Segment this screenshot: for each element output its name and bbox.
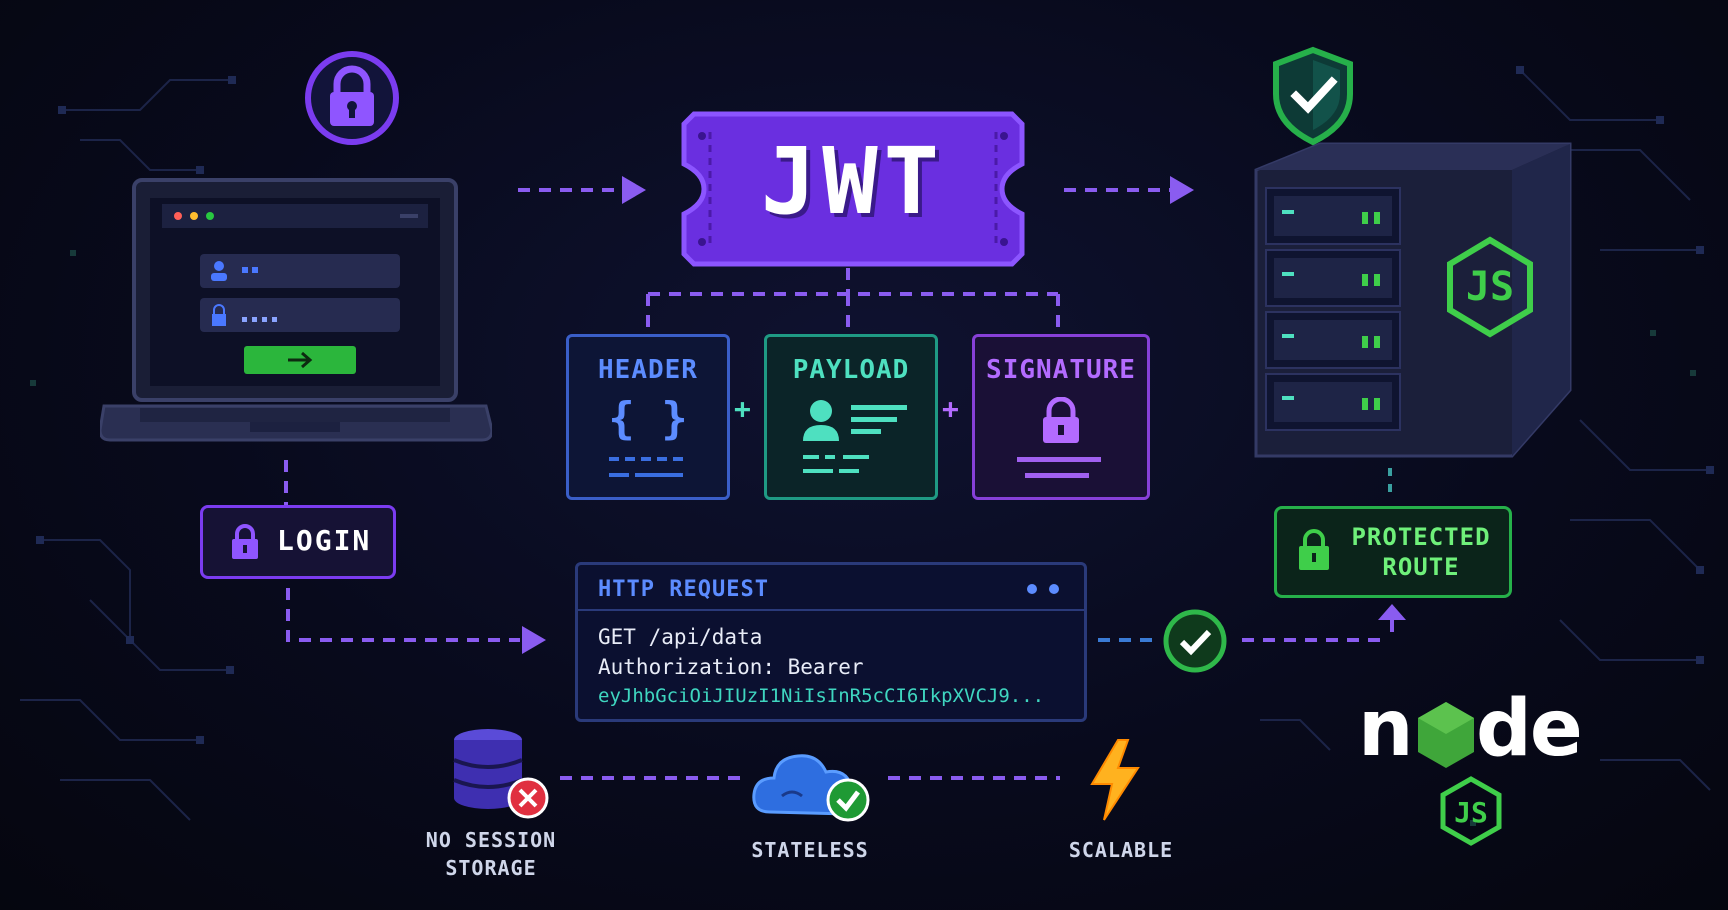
plus-sign: + — [942, 392, 960, 425]
feature-no-session-line1: NO SESSION — [425, 828, 557, 852]
payload-label: PAYLOAD — [792, 355, 910, 385]
protected-route-badge[interactable]: PROTECTED ROUTE — [1274, 506, 1512, 598]
feature-scalable-label: SCALABLE — [1068, 838, 1174, 862]
request-token-line: eyJhbGciOiJIUzI1NiIsInR5cCI6IkpXVCJ9... — [598, 685, 1045, 707]
server: JS — [1254, 142, 1572, 458]
nodejs-word-de: de — [1476, 684, 1583, 774]
user-card-icon — [803, 400, 907, 473]
username-field — [200, 254, 400, 288]
signature-label: SIGNATURE — [986, 355, 1136, 385]
server-js-logo: JS — [1466, 264, 1514, 310]
http-request-panel: HTTP REQUEST GET /api/data Authorization… — [575, 562, 1087, 722]
protected-route-line2: ROUTE — [1382, 553, 1460, 581]
arrow-head-icon — [622, 176, 646, 204]
lightning-icon — [1090, 739, 1140, 821]
arrow-head-icon — [522, 626, 546, 654]
login-to-request-line — [286, 588, 520, 642]
lock-icon — [1299, 529, 1329, 570]
nodejs-js-badge: JS — [1440, 776, 1502, 846]
jwt-title: JWT — [760, 128, 946, 235]
laptop — [100, 178, 492, 442]
check-circle-icon — [1163, 609, 1227, 673]
http-request-title: HTTP REQUEST — [598, 577, 769, 602]
password-field — [200, 298, 400, 332]
plus-sign: + — [734, 392, 752, 425]
feature-no-session-line2: STORAGE — [445, 856, 537, 880]
header-part: HEADER { } — [566, 334, 730, 500]
protected-route-line1: PROTECTED — [1351, 523, 1491, 551]
check-icon — [826, 778, 870, 822]
lock-icon — [305, 51, 399, 145]
feature-stateless-label: STATELESS — [751, 838, 869, 862]
curly-braces-icon: { } — [608, 393, 688, 444]
arrow-head-icon — [1170, 176, 1194, 204]
header-label: HEADER — [598, 355, 698, 385]
cloud-icon — [752, 754, 870, 822]
request-method-line: GET /api/data — [598, 625, 763, 649]
database-icon — [453, 729, 549, 819]
nodejs-word-n: n — [1358, 684, 1414, 774]
text-lines-icon — [609, 457, 683, 477]
nodejs-hexagon-icon — [1447, 236, 1533, 338]
lock-icon — [232, 524, 258, 559]
payload-part: PAYLOAD — [764, 334, 938, 500]
arrow-head-icon — [1378, 604, 1406, 620]
lock-icon — [1043, 397, 1079, 443]
signature-part: SIGNATURE — [972, 334, 1150, 500]
svg-text:JS: JS — [1454, 796, 1488, 829]
jwt-ticket — [681, 111, 1025, 267]
request-auth-line: Authorization: Bearer — [598, 655, 864, 679]
nodejs-logo: n de — [1358, 684, 1598, 780]
login-label: LOGIN — [277, 524, 372, 557]
text-lines-icon — [1017, 457, 1101, 478]
jwt-split-lines — [646, 268, 1060, 330]
login-badge[interactable]: LOGIN — [200, 505, 396, 579]
nodejs-hexagon-icon — [1418, 702, 1474, 768]
window-controls-icon — [1027, 584, 1059, 594]
shield-check-icon — [1273, 46, 1353, 146]
